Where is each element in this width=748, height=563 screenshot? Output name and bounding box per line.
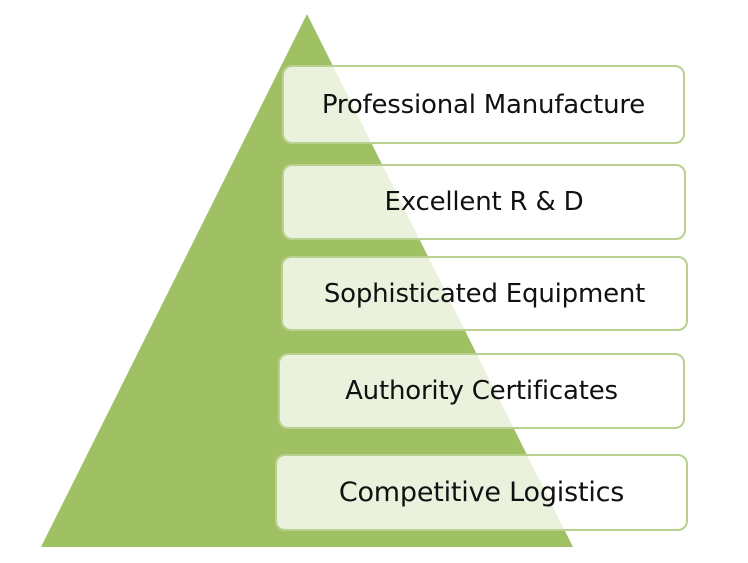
tier-excellent-r-and-d: Excellent R & D [282,164,686,240]
tier-label: Excellent R & D [384,187,584,217]
tier-label: Sophisticated Equipment [323,278,646,309]
tier-competitive-logistics: Competitive Logistics [275,454,688,531]
tier-authority-certificates: Authority Certificates [278,353,685,429]
tier-label: Competitive Logistics [338,477,625,508]
tier-label: Authority Certificates [345,376,618,406]
tier-sophisticated-equipment: Sophisticated Equipment [281,256,688,331]
tier-professional-manufacture: Professional Manufacture [282,65,685,144]
tier-label: Professional Manufacture [321,89,646,120]
